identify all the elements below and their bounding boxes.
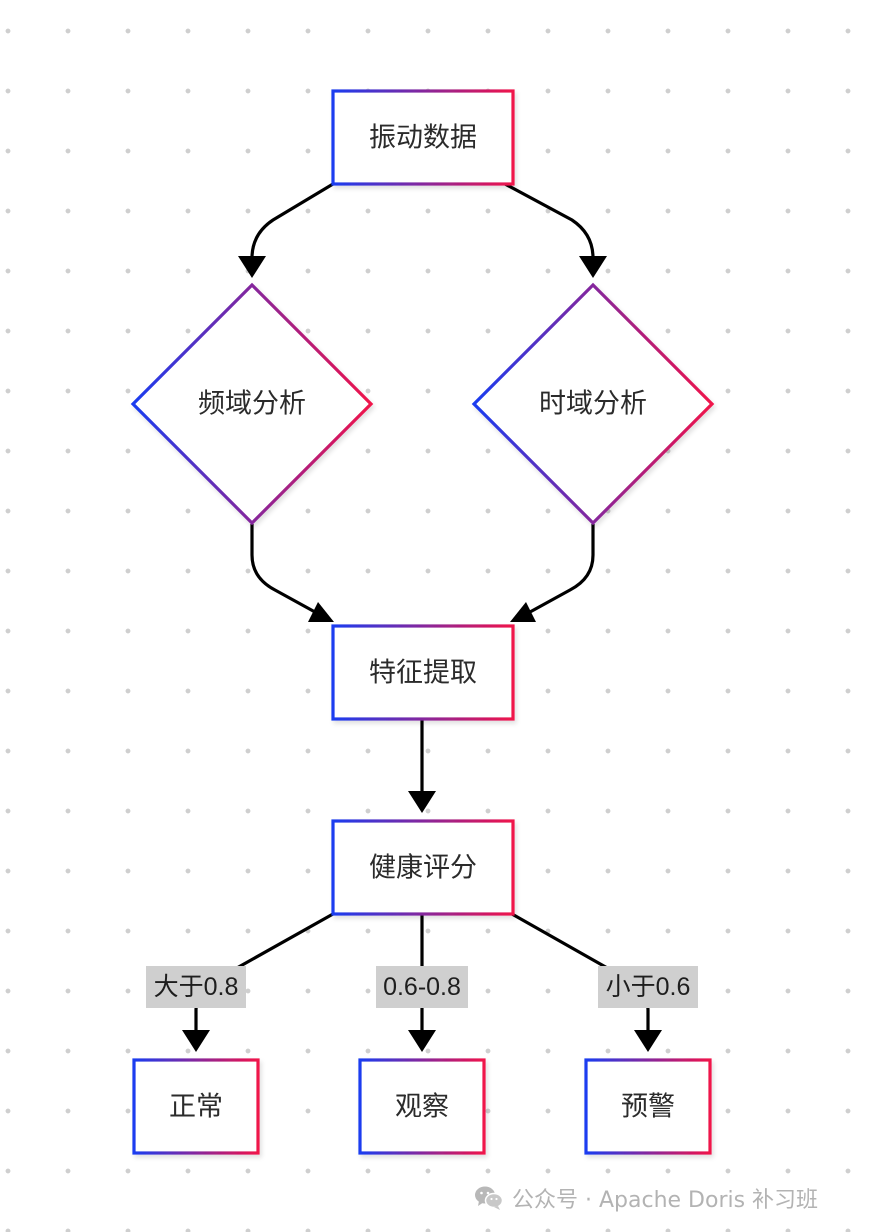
- arrowhead-normal: [182, 1030, 210, 1052]
- edge-label-mid: 0.6-0.8: [376, 966, 468, 1008]
- watermark: 公众号 · Apache Doris 补习班: [474, 1180, 818, 1216]
- arrowhead-warning: [634, 1030, 662, 1052]
- arrowhead-observe: [408, 1030, 436, 1052]
- edge-time-to-feature: [529, 524, 595, 614]
- arrowhead-time: [579, 256, 607, 278]
- edge-vibration-to-freq: [250, 182, 334, 259]
- edge-label-gt-text: 大于0.8: [154, 973, 239, 1001]
- node-time: 时域分析: [471, 282, 715, 526]
- arrowhead-freq: [238, 256, 266, 278]
- node-vibration-label: 振动数据: [369, 123, 477, 154]
- node-observe: 观察: [358, 1058, 486, 1155]
- watermark-text: 公众号 · Apache Doris 补习班: [512, 1188, 819, 1213]
- edge-freq-to-feature: [250, 524, 316, 614]
- edge-label-lt: 小于0.6: [598, 966, 698, 1008]
- arrowhead-feature-right: [510, 602, 536, 622]
- node-freq-label: 频域分析: [198, 389, 306, 420]
- arrowhead-feature-left: [308, 602, 334, 622]
- node-warning: 预警: [584, 1058, 712, 1155]
- node-feature: 特征提取: [331, 624, 515, 721]
- node-health: 健康评分: [331, 819, 515, 916]
- node-freq: 频域分析: [130, 282, 374, 526]
- node-vibration: 振动数据: [331, 89, 515, 186]
- node-warning-label: 预警: [621, 1092, 675, 1123]
- edge-vibration-to-time: [504, 182, 595, 259]
- node-health-label: 健康评分: [369, 853, 477, 884]
- node-feature-label: 特征提取: [369, 658, 477, 689]
- arrowhead-health: [408, 791, 436, 813]
- wechat-icon: [475, 1186, 504, 1210]
- edge-label-mid-text: 0.6-0.8: [383, 973, 461, 1001]
- arrowheads: [182, 256, 662, 1052]
- node-observe-label: 观察: [395, 1092, 449, 1123]
- edge-label-lt-text: 小于0.6: [606, 973, 691, 1001]
- node-normal: 正常: [132, 1058, 260, 1155]
- edge-label-gt: 大于0.8: [146, 966, 246, 1008]
- node-time-label: 时域分析: [539, 389, 647, 420]
- node-normal-label: 正常: [169, 1092, 223, 1123]
